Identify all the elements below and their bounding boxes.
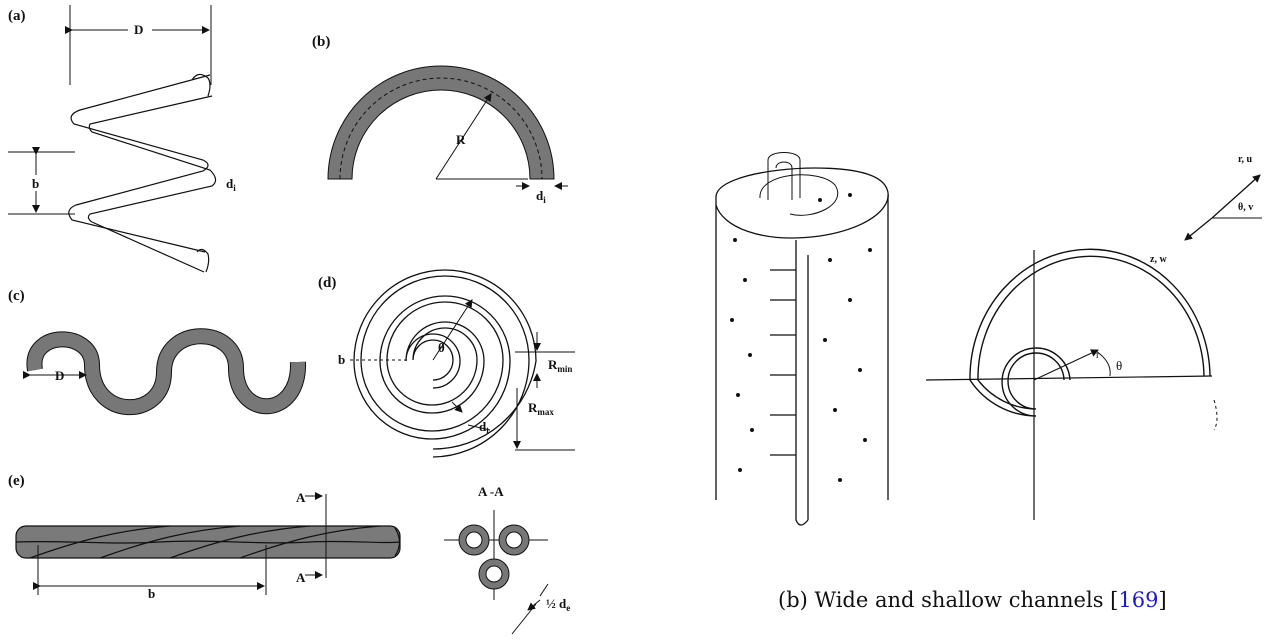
dim-label-di: di xyxy=(479,419,489,436)
twist-lines xyxy=(15,525,401,559)
axis-z xyxy=(1184,217,1213,241)
spiral-inner xyxy=(977,255,1205,410)
axis-theta-label: θ, v xyxy=(1238,202,1253,213)
panel-a: (a) D b di xyxy=(8,5,236,273)
section-title: A -A xyxy=(478,484,504,499)
spiral-outer xyxy=(969,248,1211,417)
dim-label-D: D xyxy=(55,368,64,383)
r-label: r xyxy=(1096,350,1100,361)
surface-dots xyxy=(730,193,872,482)
wound-channel-sketch xyxy=(715,152,889,526)
dim-label-b: b xyxy=(148,586,155,601)
dim-label-b: b xyxy=(338,352,345,367)
theta-label: θ xyxy=(1116,358,1122,373)
dim-label-bg xyxy=(28,175,46,191)
serpentine-channel xyxy=(27,329,306,415)
dim-label-half-de: ½ de xyxy=(546,596,570,613)
axis-z-label: z, w xyxy=(1150,254,1167,265)
leader-line xyxy=(539,583,549,597)
caption-reference-link[interactable]: 169 xyxy=(1118,588,1159,612)
panel-c: (c) D xyxy=(8,288,307,416)
dim-label-di: di xyxy=(536,188,546,205)
dim-label-b: b xyxy=(32,176,39,191)
panel-e: (e) A A b A -A xyxy=(8,473,570,635)
axis-r-label: r, u xyxy=(1238,154,1253,165)
spiral-continuation xyxy=(1213,399,1218,431)
spiral-cross-section: r θ xyxy=(925,248,1218,520)
centerline xyxy=(339,77,543,180)
helical-coil xyxy=(68,73,217,273)
dim-label-bg xyxy=(128,20,152,38)
panel-d-tag: (d) xyxy=(318,275,336,291)
dim-label-rmin: Rmin xyxy=(548,357,572,374)
curved-channel xyxy=(327,65,555,180)
tube-end xyxy=(394,527,401,557)
dim-label-D: D xyxy=(134,22,143,37)
dim-label-rmax: Rmax xyxy=(528,400,554,417)
dim-label-R: R xyxy=(456,132,466,147)
caption-bracket: ] xyxy=(1158,588,1167,612)
figure-caption: (b) Wide and shallow channels [169] xyxy=(778,588,1167,612)
panel-b-tag: (b) xyxy=(312,34,330,50)
theta-arc xyxy=(1095,350,1111,377)
caption-text: (b) Wide and shallow channels [ xyxy=(778,588,1119,612)
panel-d: (d) θ b Rmin Rmax di xyxy=(318,269,575,458)
radius-arrow xyxy=(435,93,492,180)
coordinate-triad: r, u θ, v z, w xyxy=(1150,154,1262,265)
radius-arrow xyxy=(432,299,473,361)
thickness-arrow xyxy=(451,401,463,413)
leader-line xyxy=(467,424,491,431)
section-label-bottom: A xyxy=(296,570,306,585)
section-label-top: A xyxy=(296,490,306,505)
panel-c-tag: (c) xyxy=(8,288,25,304)
axis-r xyxy=(1211,174,1261,219)
wall-ticks xyxy=(770,269,796,456)
panel-a-tag: (a) xyxy=(8,8,26,24)
leader-line xyxy=(511,603,537,635)
panel-b: (b) R di xyxy=(312,34,568,205)
dim-label-di: di xyxy=(226,176,236,193)
panel-e-tag: (e) xyxy=(8,473,25,489)
horizontal-axis xyxy=(925,375,1213,381)
dim-arrow xyxy=(527,599,541,611)
theta-label: θ xyxy=(438,340,445,355)
radius-arrow xyxy=(1033,349,1099,381)
tube-cross-sections xyxy=(458,524,530,590)
spiral-channel xyxy=(353,269,537,458)
